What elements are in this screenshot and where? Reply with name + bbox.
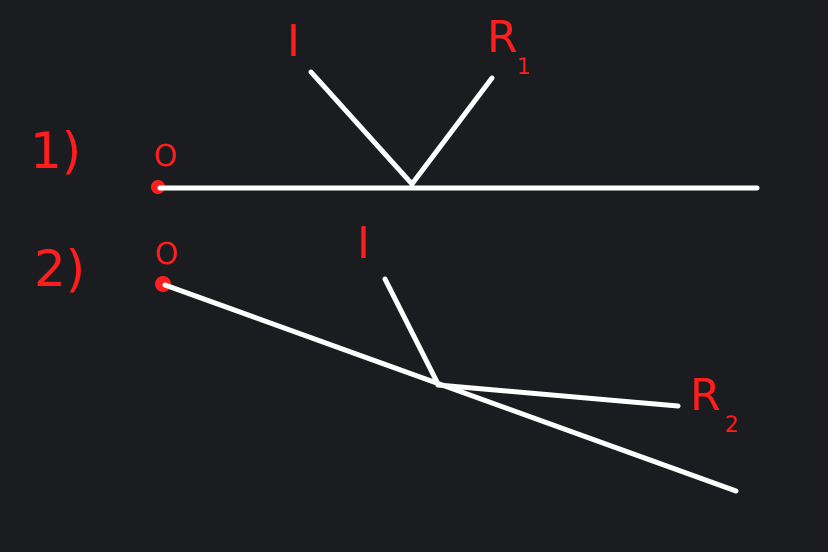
case-2-reflected-label: R — [690, 370, 721, 421]
case-1-origin-label: O — [154, 139, 178, 174]
case-2-reflected-ray — [435, 382, 681, 409]
case-1-incident-label: I — [287, 16, 300, 67]
case-1-incident-ray — [308, 69, 415, 187]
case-2-reflected-subscript: 2 — [725, 413, 739, 438]
case-2: 2) O I R 2 — [34, 218, 739, 494]
case-1-reflected-subscript: 1 — [517, 55, 531, 80]
case-1: 1) O I R 1 — [30, 12, 760, 194]
case-1-reflected-label: R — [487, 12, 518, 63]
case-2-origin-label: O — [155, 237, 179, 272]
case-2-number: 2) — [34, 240, 85, 298]
case-1-number: 1) — [30, 122, 81, 180]
case-2-incident-ray — [382, 276, 441, 387]
case-2-incident-label: I — [357, 218, 370, 269]
case-1-reflected-ray — [409, 75, 495, 187]
